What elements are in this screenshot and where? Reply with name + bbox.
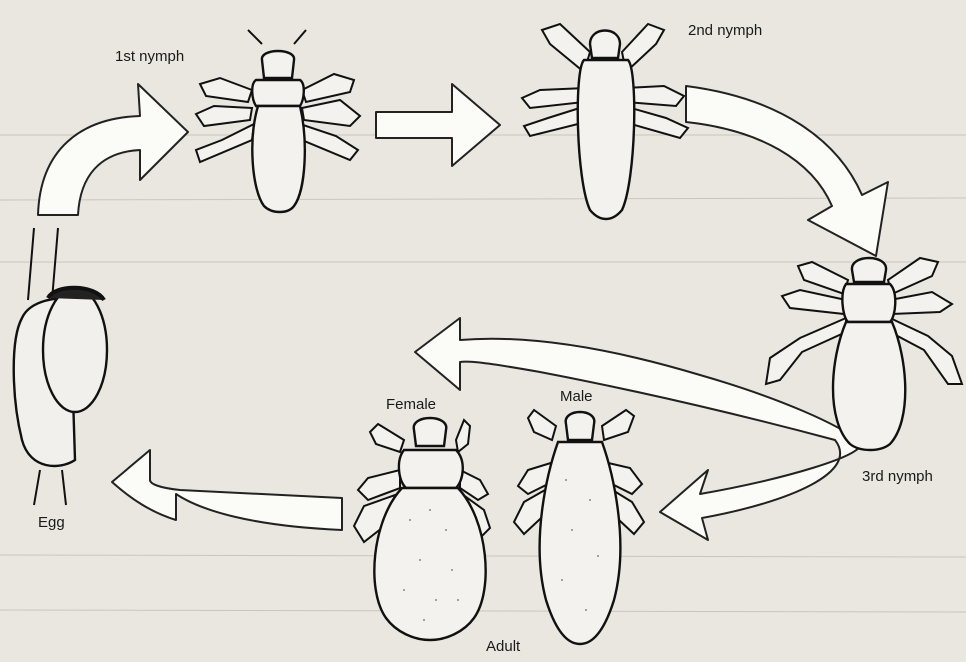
label-egg: Egg — [38, 514, 65, 531]
label-female: Female — [386, 396, 436, 413]
label-1st-nymph: 1st nymph — [115, 48, 184, 65]
arrow-egg-to-1st-nymph — [38, 84, 188, 215]
first-nymph-illustration — [196, 30, 360, 212]
second-nymph-illustration — [522, 24, 688, 219]
label-adult: Adult — [486, 638, 520, 655]
label-2nd-nymph: 2nd nymph — [688, 22, 762, 39]
egg-illustration — [14, 228, 107, 505]
label-male: Male — [560, 388, 593, 405]
label-3rd-nymph: 3rd nymph — [862, 468, 933, 485]
female-adult-illustration — [354, 418, 490, 640]
arrow-2nd-to-3rd-nymph — [686, 86, 888, 256]
arrow-adult-to-egg — [112, 450, 342, 530]
male-adult-illustration — [514, 410, 644, 644]
arrow-1st-to-2nd-nymph — [376, 84, 500, 166]
